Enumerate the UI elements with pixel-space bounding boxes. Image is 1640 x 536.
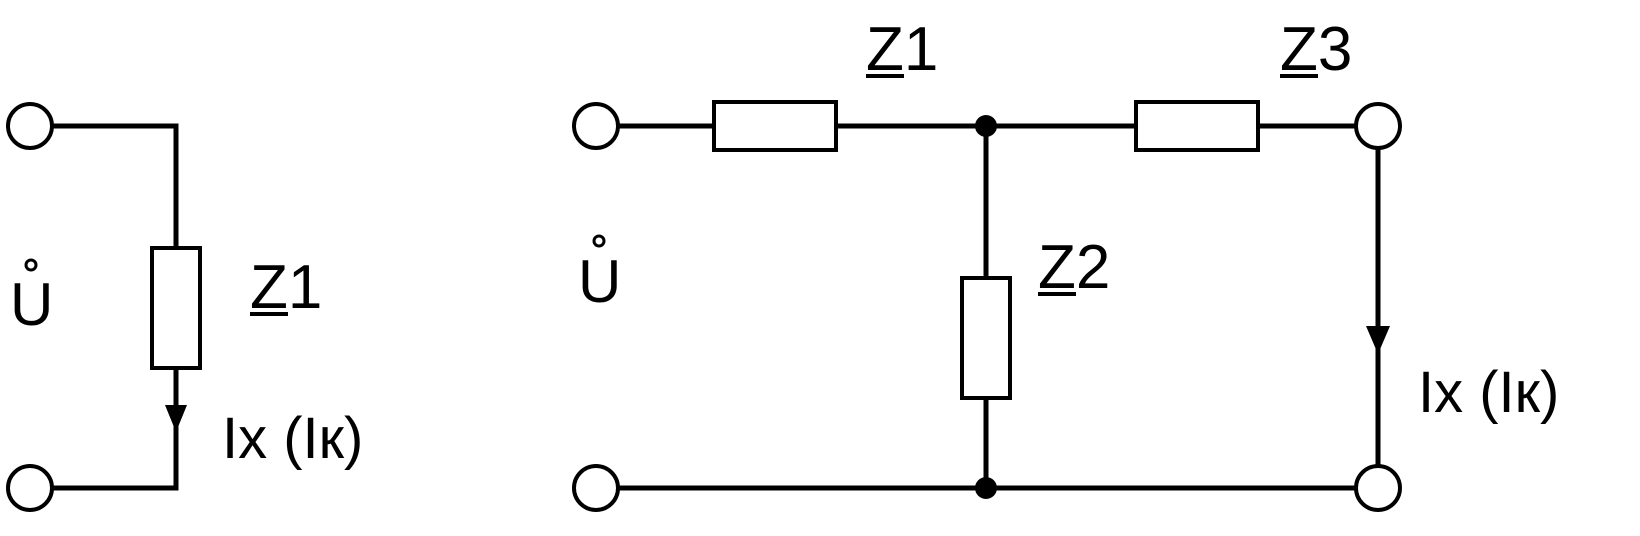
right-junction-bottom (975, 477, 997, 499)
right-input-terminal-bottom (572, 464, 620, 512)
left-top-wire (49, 123, 179, 251)
right-z3-index: 3 (1318, 15, 1352, 84)
right-current-arrow-icon (1366, 326, 1390, 354)
left-circuit: U Z1 Ix (Iк) (6, 102, 363, 512)
right-current-label: Ix (Iк) (1418, 360, 1559, 425)
right-junction-top (975, 115, 997, 137)
right-z2-label: Z2 (1038, 233, 1110, 302)
left-current-label: Ix (Iк) (222, 406, 363, 471)
right-circuit: U Z1 Z2 Z3 Ix (Iк) (572, 15, 1559, 512)
right-z2-index: 2 (1076, 233, 1110, 302)
right-z3-symbol: Z (1280, 15, 1318, 84)
left-z1-label: Z1 (250, 253, 322, 322)
left-bottom-wire (49, 365, 179, 491)
right-z2-symbol: Z (1038, 233, 1076, 302)
left-voltage-phasor-mark-icon (24, 258, 38, 272)
left-terminal-top (6, 102, 54, 150)
right-impedance-z1 (712, 100, 838, 152)
left-voltage-label: U (10, 271, 53, 338)
left-current-arrow-icon (165, 405, 187, 432)
left-impedance-z1 (150, 246, 202, 370)
left-terminal-bottom (6, 464, 54, 512)
right-impedance-z2 (960, 276, 1012, 400)
right-output-terminal-top (1354, 102, 1402, 150)
right-voltage-label: U (578, 248, 621, 315)
left-z1-index: 1 (288, 253, 322, 322)
right-z1-label: Z1 (866, 15, 938, 84)
right-impedance-z3 (1134, 100, 1260, 152)
right-z1-symbol: Z (866, 15, 904, 84)
left-z1-symbol: Z (250, 253, 288, 322)
right-voltage-phasor-mark-icon (592, 234, 606, 248)
right-input-terminal-top (572, 102, 620, 150)
right-output-terminal-bottom (1354, 464, 1402, 512)
right-z1-index: 1 (904, 15, 938, 84)
right-z3-label: Z3 (1280, 15, 1352, 84)
